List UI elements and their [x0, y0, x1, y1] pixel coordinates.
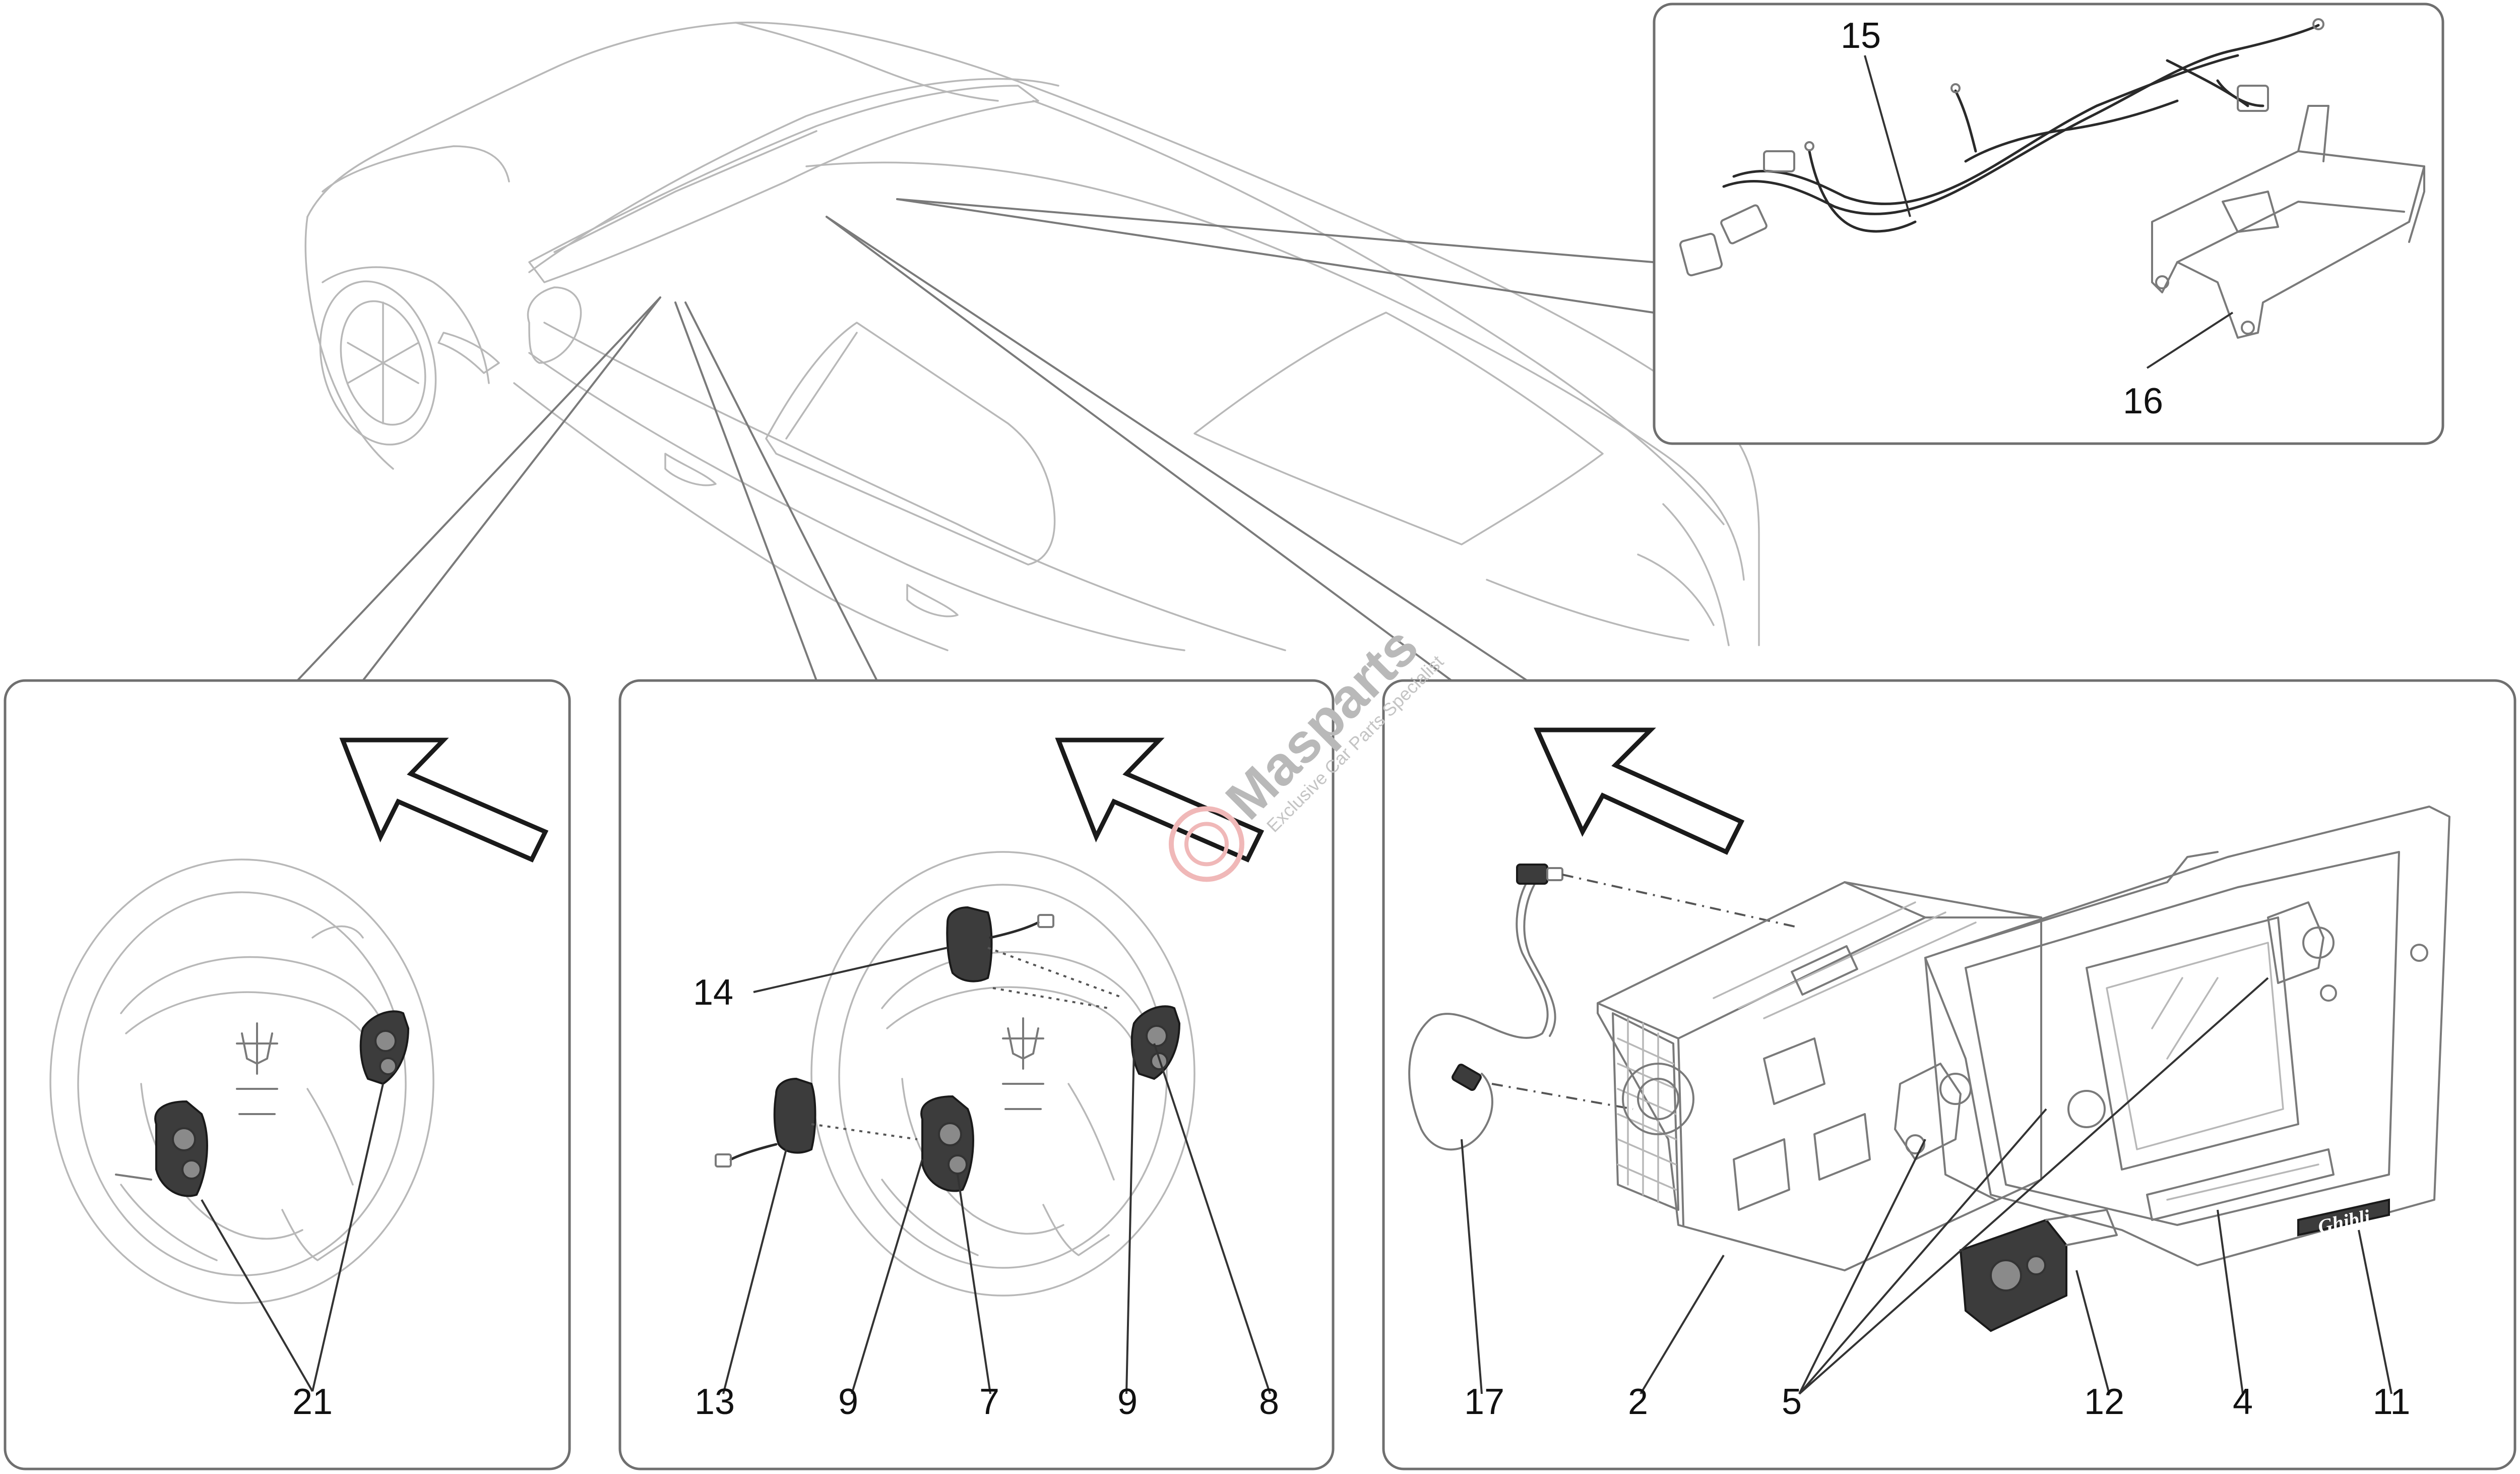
callout-5: 5 [1782, 1382, 1802, 1422]
callout-16: 16 [2123, 381, 2163, 421]
callout-11: 11 [2373, 1382, 2411, 1422]
paddle-shift-panel: 14 13 9 7 9 8 [618, 679, 1335, 1470]
callout-2: 2 [1628, 1382, 1648, 1422]
callout-17: 17 [1464, 1382, 1504, 1422]
callout-8: 8 [1259, 1382, 1279, 1422]
callout-15: 15 [1841, 16, 1881, 56]
car-outline [304, 21, 1760, 651]
callout-4: 4 [2233, 1382, 2253, 1422]
callout-9-right: 9 [1117, 1382, 1138, 1422]
steering-wheel-2 [715, 851, 1195, 1297]
harness-panel: 15 16 [1653, 3, 2444, 445]
direction-arrow [339, 738, 549, 863]
steering-controls-panel: 21 [4, 679, 571, 1470]
callout-7: 7 [979, 1382, 999, 1422]
panel-connector-lines [296, 198, 1654, 682]
callout-21: 21 [292, 1382, 333, 1422]
infotainment-panel: Ghibli 17 2 5 12 4 11 [1382, 679, 2516, 1470]
usb-port-bracket [1959, 1209, 2118, 1332]
direction-arrow-2 [1055, 738, 1265, 863]
mounting-bracket [2151, 105, 2425, 339]
steering-wheel [49, 858, 434, 1304]
callout-13: 13 [695, 1382, 735, 1422]
usb-cable [1408, 864, 1563, 1151]
callout-14: 14 [693, 972, 733, 1013]
wiring-harness [1679, 18, 2324, 277]
callout-9-left: 9 [838, 1382, 858, 1422]
direction-arrow-3 [1534, 727, 1745, 855]
radio-unit [1597, 881, 2042, 1271]
callout-12: 12 [2084, 1382, 2124, 1422]
